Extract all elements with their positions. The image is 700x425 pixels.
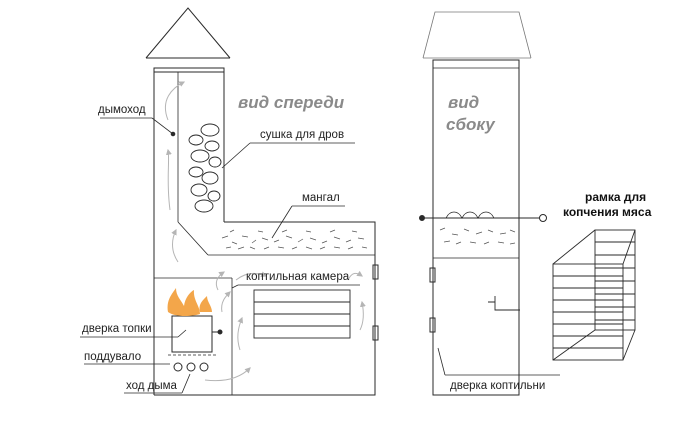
front-view-title: вид спереди (238, 93, 345, 112)
frame-title-line1: рамка для (585, 190, 646, 204)
side-view (419, 11, 547, 396)
ash-pit-hole (199, 362, 209, 372)
label-chimney: дымоход (98, 104, 146, 116)
label-ash-pit: поддувало (84, 351, 141, 363)
label-firebox-door: дверка топки (82, 323, 152, 335)
front-meat-racks (253, 289, 351, 339)
label-wood-dryer: сушка для дров (260, 129, 344, 141)
side-view-title-line1: вид (448, 93, 479, 112)
label-smoking-chamber: коптильная камера (246, 271, 350, 283)
label-smokehouse-door: дверка коптильни (450, 380, 545, 392)
firebox-door (171, 315, 213, 353)
brazier-outline (154, 221, 376, 396)
side-coals (439, 227, 516, 245)
leader-lines (80, 117, 360, 394)
front-hinge-bottom (372, 325, 379, 341)
chimney-pipe (153, 67, 225, 73)
front-view (145, 7, 379, 396)
front-hinge-top (372, 264, 379, 280)
meat-frame (552, 229, 636, 361)
label-smoke-path: ход дыма (126, 380, 178, 392)
ash-pit-hole (186, 362, 196, 372)
smokehouse-door-hinge-bottom (429, 317, 436, 333)
label-brazier: мангал (302, 192, 340, 204)
smokehouse-door-hinge-top (429, 267, 436, 283)
ash-pit-hole (173, 362, 183, 372)
side-roof (422, 11, 532, 59)
smoke-path-arrows (164, 81, 366, 382)
wood-dryer-stones (188, 123, 222, 213)
side-view-title-line2: сбоку (446, 115, 496, 134)
frame-title-line2: копчения мяса (563, 205, 652, 219)
brazier-coals (221, 229, 368, 250)
chimney-cap (145, 7, 231, 59)
smokehouse-door-handle (488, 296, 520, 311)
side-body (432, 59, 520, 396)
fire-flame (167, 288, 212, 316)
